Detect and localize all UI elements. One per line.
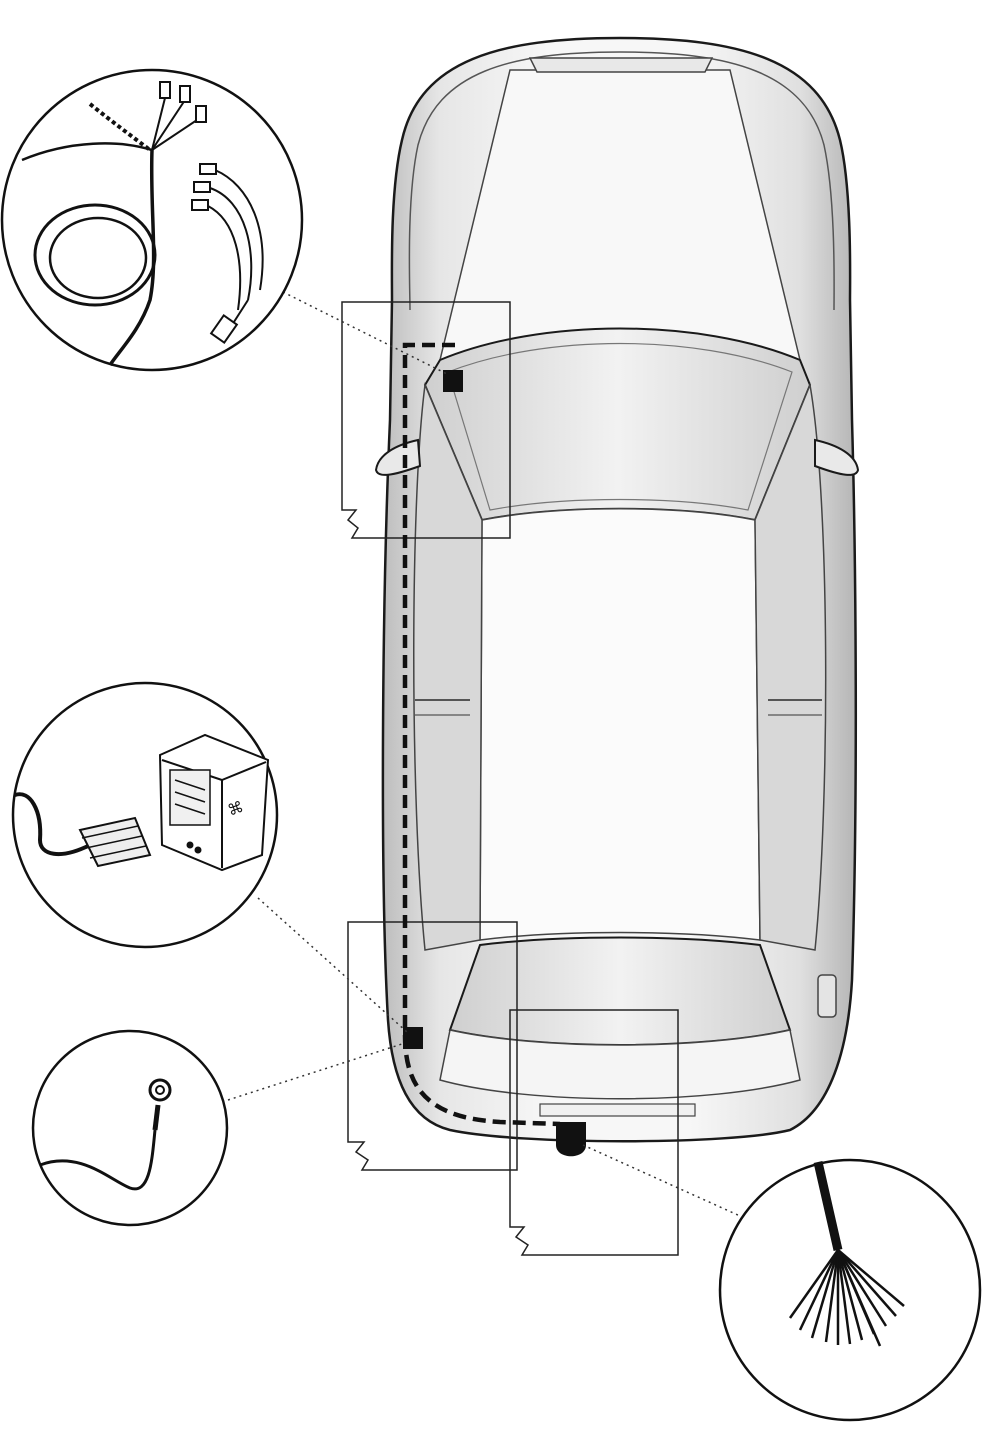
- car-rear-window: [448, 936, 792, 1046]
- callout-front-wiring-loom: [0, 68, 304, 372]
- car-roof: [479, 508, 761, 941]
- front-detail-frame: [341, 301, 511, 539]
- detail-frames: [341, 301, 679, 1256]
- front-connection-point: [443, 370, 463, 392]
- left-mirror: [374, 438, 422, 476]
- car-windscreen: [423, 327, 812, 522]
- car-windscreen-inner: [447, 342, 793, 511]
- rear-number-plate: [539, 1103, 696, 1117]
- callout-control-module: ⌘: [11, 681, 279, 949]
- fuel-flap: [817, 974, 837, 1018]
- callout-ground-wire: [31, 1029, 229, 1227]
- car-top-view: [374, 36, 860, 1143]
- hood-vent: [528, 57, 714, 73]
- connection-markers: [403, 370, 586, 1157]
- right-mirror: [814, 438, 860, 476]
- socket-detail-frame: [509, 1009, 679, 1256]
- loose-wire-ends-icon: [788, 1161, 905, 1347]
- callout-socket-wires: [718, 1158, 982, 1422]
- connector-and-module-icon: ⌘: [14, 733, 270, 872]
- cable-bundle-with-terminals-icon: [21, 81, 264, 366]
- car-boot: [439, 1029, 801, 1100]
- leader-lines: [227, 291, 741, 1217]
- module-mount-point: [403, 1027, 423, 1049]
- tow-socket-point: [556, 1122, 586, 1157]
- ring-terminal-icon: [39, 1078, 172, 1191]
- module-detail-frame: [347, 921, 518, 1171]
